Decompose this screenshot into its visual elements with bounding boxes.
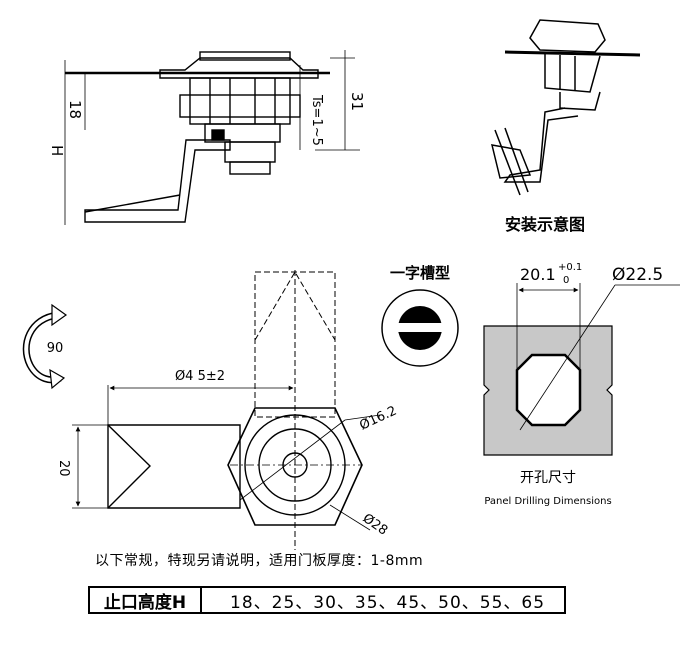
- dim-inner-label: Ø16.2: [357, 403, 399, 433]
- height-table: 止口高度H 18、25、30、35、45、50、55、65: [88, 586, 566, 614]
- dim-31-label: 31: [348, 92, 366, 111]
- dim-ts-label: Ts=1~5: [309, 94, 324, 146]
- dim-h-label: H: [48, 145, 66, 156]
- dim-18-label: 18: [66, 100, 84, 119]
- installation-caption: 安装示意图: [505, 215, 585, 234]
- panel-caption-en: Panel Drilling Dimensions: [484, 496, 611, 507]
- dim-diameter-label: Ø22.5: [612, 265, 663, 285]
- slot-icon: [381, 289, 459, 367]
- rotation-angle: 90: [47, 341, 64, 356]
- dim-width-label: 20: [56, 460, 71, 477]
- dim-tol-lower: 0: [563, 275, 569, 286]
- dim-tol-upper: +0.1: [558, 262, 582, 273]
- thickness-note: 以下常规，特现另请说明，适用门板厚度：1-8mm: [95, 553, 424, 569]
- panel-drilling-view: [483, 283, 680, 456]
- dim-reach-label: Ø4 5±2: [175, 369, 225, 384]
- height-table-values: 18、25、30、35、45、50、55、65: [230, 592, 546, 613]
- front-view: [72, 270, 381, 550]
- panel-caption-cn: 开孔尺寸: [520, 470, 576, 486]
- dim-outer-label: Ø28: [360, 511, 391, 539]
- rotation-arrow-icon: [22, 303, 68, 390]
- dim-flat-label: 20.1: [520, 265, 556, 284]
- side-view: [64, 50, 360, 225]
- slot-caption: 一字槽型: [390, 264, 450, 282]
- installation-view: [491, 19, 641, 196]
- height-table-header: 止口高度H: [90, 588, 202, 613]
